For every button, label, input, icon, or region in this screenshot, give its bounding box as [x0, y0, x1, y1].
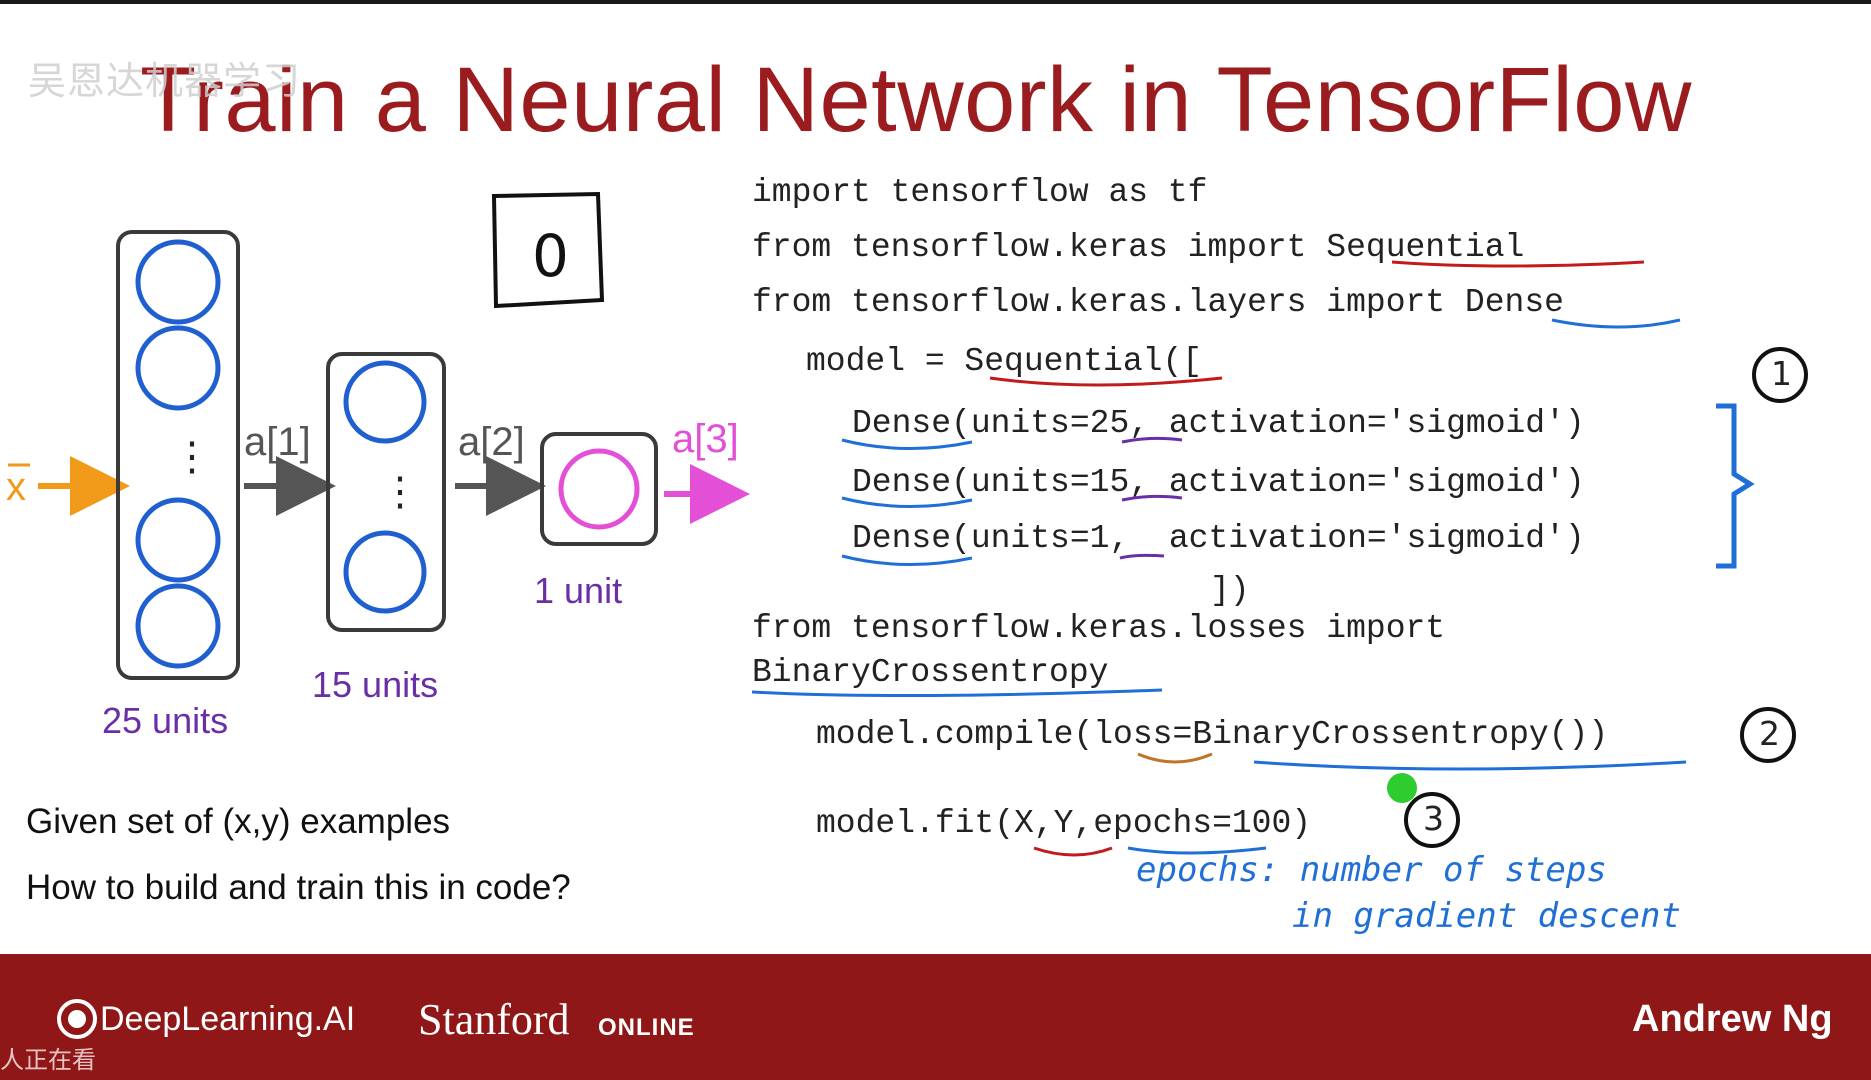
layer1-units-label: 25 units	[102, 700, 229, 741]
code-line-import: import tensorflow as tf	[752, 174, 1208, 211]
code-line-close: ])	[1210, 572, 1250, 609]
pointer-dot	[1387, 773, 1417, 803]
underline-dense-3	[841, 554, 973, 566]
code-line-dense-1: Dense(units=1, activation='sigmoid')	[852, 520, 1585, 557]
code-line-bce: BinaryCrossentropy	[752, 654, 1109, 691]
annotation-gradient: in gradient descent	[1292, 896, 1681, 936]
top-border	[0, 0, 1871, 4]
step-3-mark: 3	[1423, 799, 1444, 838]
layer1-neuron	[135, 497, 221, 583]
layers-brace	[1716, 403, 1755, 569]
code-line-dense-25: Dense(units=25, activation='sigmoid')	[852, 405, 1585, 442]
layer3-box	[540, 432, 658, 546]
watermark: 吴恩达机器学习	[28, 59, 302, 103]
stanford-brand: Stanford	[418, 995, 570, 1044]
stanford-online-label: ONLINE	[598, 1014, 695, 1041]
code-line-import-sequential: from tensorflow.keras import Sequential	[752, 229, 1525, 266]
deeplearning-logo-icon	[57, 999, 97, 1039]
layer2-units-label: 15 units	[312, 664, 439, 705]
code-line-model: model = Sequential([	[806, 343, 1203, 380]
slide-title: Train a Neural Network in TensorFlow	[140, 49, 1692, 151]
code-line-fit: model.fit(X,Y,epochs=100)	[816, 805, 1312, 842]
deeplearning-brand: DeepLearning.AI	[100, 1000, 356, 1038]
activation-a1-label: a[1]	[244, 420, 311, 464]
output-neuron	[558, 448, 640, 530]
activation-a3-label: a[3]	[672, 417, 739, 461]
underline-bce-call	[1253, 760, 1687, 771]
viewer-count-note: 人正在看	[0, 1046, 96, 1074]
layer1-box	[116, 230, 240, 680]
underline-loss	[1137, 752, 1213, 764]
code-line-import-losses: from tensorflow.keras.losses import	[752, 610, 1446, 647]
activation-a2-label: a[2]	[458, 420, 525, 464]
question-line2: How to build and train this in code?	[26, 868, 571, 907]
layer3-units-label: 1 unit	[534, 570, 623, 611]
footer-bar: DeepLearning.AI Stanford ONLINE Andrew N…	[0, 954, 1871, 1080]
drawn-digit: 0	[532, 222, 569, 290]
layer2-ellipsis: ⋮	[380, 470, 420, 514]
code-line-dense-15: Dense(units=15, activation='sigmoid')	[852, 464, 1585, 501]
question-line1: Given set of (x,y) examples	[26, 802, 451, 841]
step-1-mark: 1	[1771, 354, 1792, 393]
digit-sketch-box	[491, 191, 605, 309]
underline-dense	[1551, 318, 1681, 329]
step-2-mark: 2	[1759, 714, 1780, 753]
code-line-import-dense: from tensorflow.keras.layers import Dens…	[752, 284, 1564, 321]
layer2-neuron	[343, 530, 427, 614]
code-line-compile: model.compile(loss=BinaryCrossentropy())	[816, 716, 1609, 753]
layer1-ellipsis: ⋮	[172, 435, 212, 479]
layer1-neuron	[135, 239, 221, 325]
network-diagram: x ⋮ a[1] ⋮ a[2] a[3]	[6, 191, 750, 680]
layer2-box	[326, 352, 446, 632]
layer1-neuron	[135, 583, 221, 669]
input-x-label: x	[6, 465, 26, 509]
layer2-neuron	[343, 360, 427, 444]
underline-xy	[1033, 846, 1113, 857]
instructor-name: Andrew Ng	[1632, 998, 1833, 1040]
annotation-epochs: epochs: number of steps	[1136, 850, 1607, 890]
layer1-neuron	[135, 325, 221, 411]
